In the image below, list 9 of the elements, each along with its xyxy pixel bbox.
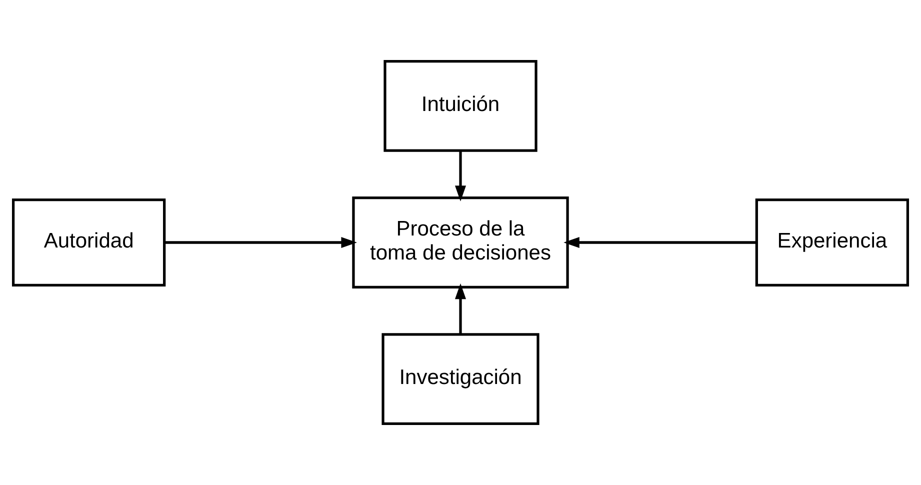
arrow [454, 283, 466, 334]
node-box: Investigación [382, 333, 540, 426]
arrow [164, 236, 357, 248]
arrow [564, 236, 756, 248]
node-box: Intuición [384, 60, 538, 152]
node-box: Proceso de la toma de decisiones [352, 196, 569, 288]
node-box: Autoridad [12, 198, 166, 286]
arrow [454, 150, 466, 202]
node-box: Experiencia [755, 198, 910, 286]
